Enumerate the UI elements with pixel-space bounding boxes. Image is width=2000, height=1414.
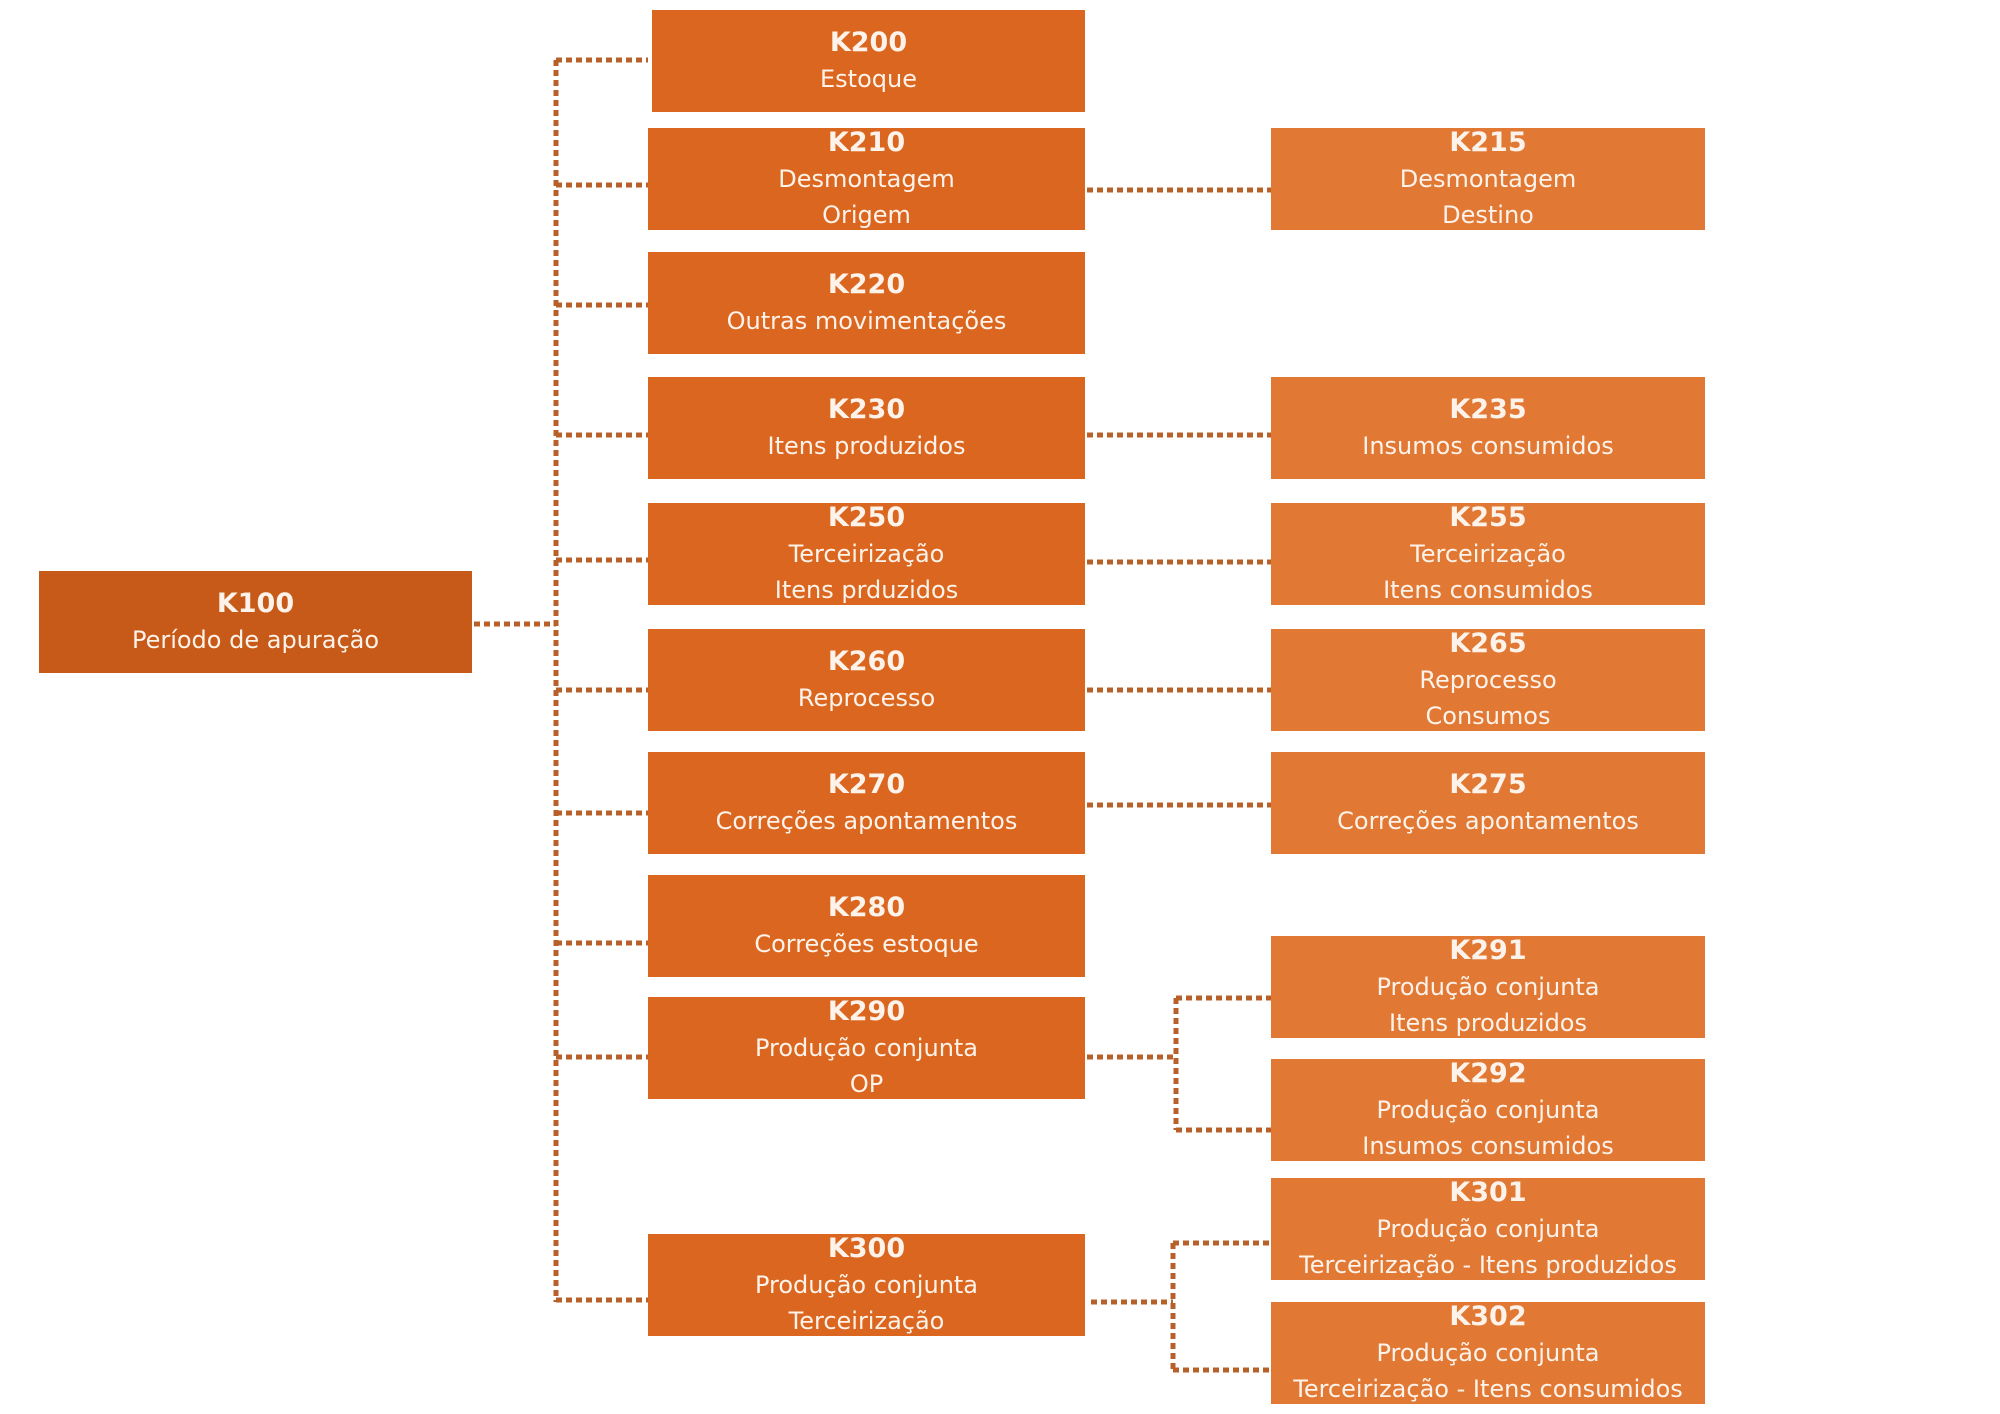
node-label: Itens produzidos <box>1389 1009 1587 1037</box>
node-k290: K290 Produção conjunta OP <box>648 997 1085 1099</box>
node-k220: K220 Outras movimentações <box>648 252 1085 354</box>
node-code: K302 <box>1449 1302 1527 1332</box>
node-k100: K100 Período de apuração <box>39 571 472 673</box>
node-label: Estoque <box>820 65 917 93</box>
node-k265: K265 Reprocesso Consumos <box>1271 629 1705 731</box>
node-label: Produção conjunta <box>1376 1339 1600 1367</box>
node-code: K215 <box>1449 128 1527 158</box>
node-code: K255 <box>1449 503 1527 533</box>
node-k260: K260 Reprocesso <box>648 629 1085 731</box>
node-k270: K270 Correções apontamentos <box>648 752 1085 854</box>
node-label: Insumos consumidos <box>1362 432 1614 460</box>
node-code: K220 <box>827 269 906 300</box>
node-label: Desmontagem <box>778 165 955 193</box>
node-label: Origem <box>822 201 911 229</box>
node-k200: K200 Estoque <box>652 10 1085 112</box>
node-label: Período de apuração <box>131 626 380 654</box>
node-label: Correções apontamentos <box>715 807 1018 835</box>
node-code: K235 <box>1449 394 1527 425</box>
node-label: Reprocesso <box>1419 666 1557 694</box>
node-label: Itens produzidos <box>767 432 966 460</box>
node-k300: K300 Produção conjunta Terceirização <box>648 1234 1085 1336</box>
node-code: K300 <box>827 1234 906 1264</box>
node-code: K280 <box>827 892 906 923</box>
node-label: Produção conjunta <box>1376 973 1600 1001</box>
node-code: K210 <box>827 128 906 158</box>
node-label: Itens prduzidos <box>774 576 959 604</box>
node-code: K270 <box>827 769 906 800</box>
node-label: Terceirização - Itens consumidos <box>1293 1375 1683 1403</box>
node-k255: K255 Terceirização Itens consumidos <box>1271 503 1705 605</box>
node-label: Terceirização <box>788 1307 945 1335</box>
node-k280: K280 Correções estoque <box>648 875 1085 977</box>
node-label: Correções apontamentos <box>1337 807 1639 835</box>
node-code: K291 <box>1449 936 1527 966</box>
node-label: Produção conjunta <box>1376 1096 1600 1124</box>
node-label: Correções estoque <box>754 930 979 958</box>
node-k302: K302 Produção conjunta Terceirização - I… <box>1271 1302 1705 1404</box>
node-label: Reprocesso <box>797 684 936 712</box>
node-label: Consumos <box>1425 702 1551 730</box>
node-code: K292 <box>1449 1059 1527 1089</box>
node-k235: K235 Insumos consumidos <box>1271 377 1705 479</box>
node-label: Insumos consumidos <box>1362 1132 1614 1160</box>
node-code: K200 <box>829 27 908 58</box>
node-k301: K301 Produção conjunta Terceirização - I… <box>1271 1178 1705 1280</box>
node-label: Terceirização <box>1410 540 1566 568</box>
node-label: Desmontagem <box>1399 165 1577 193</box>
node-code: K230 <box>827 394 906 425</box>
node-label: Terceirização - Itens produzidos <box>1299 1251 1677 1279</box>
node-code: K265 <box>1449 629 1527 659</box>
node-label: Outras movimentações <box>726 307 1007 335</box>
node-code: K100 <box>216 588 295 619</box>
node-code: K301 <box>1449 1178 1527 1208</box>
node-k275: K275 Correções apontamentos <box>1271 752 1705 854</box>
node-label: OP <box>849 1070 884 1098</box>
node-code: K275 <box>1449 769 1527 800</box>
node-label: Produção conjunta <box>1376 1215 1600 1243</box>
node-k291: K291 Produção conjunta Itens produzidos <box>1271 936 1705 1038</box>
node-code: K260 <box>827 646 906 677</box>
node-k250: K250 Terceirização Itens prduzidos <box>648 503 1085 605</box>
node-k292: K292 Produção conjunta Insumos consumido… <box>1271 1059 1705 1161</box>
node-label: Destino <box>1442 201 1534 229</box>
node-label: Terceirização <box>788 540 945 568</box>
node-label: Produção conjunta <box>754 1034 979 1062</box>
node-code: K250 <box>827 503 906 533</box>
node-k210: K210 Desmontagem Origem <box>648 128 1085 230</box>
node-k215: K215 Desmontagem Destino <box>1271 128 1705 230</box>
node-code: K290 <box>827 997 906 1027</box>
node-label: Itens consumidos <box>1383 576 1593 604</box>
node-label: Produção conjunta <box>754 1271 979 1299</box>
node-k230: K230 Itens produzidos <box>648 377 1085 479</box>
